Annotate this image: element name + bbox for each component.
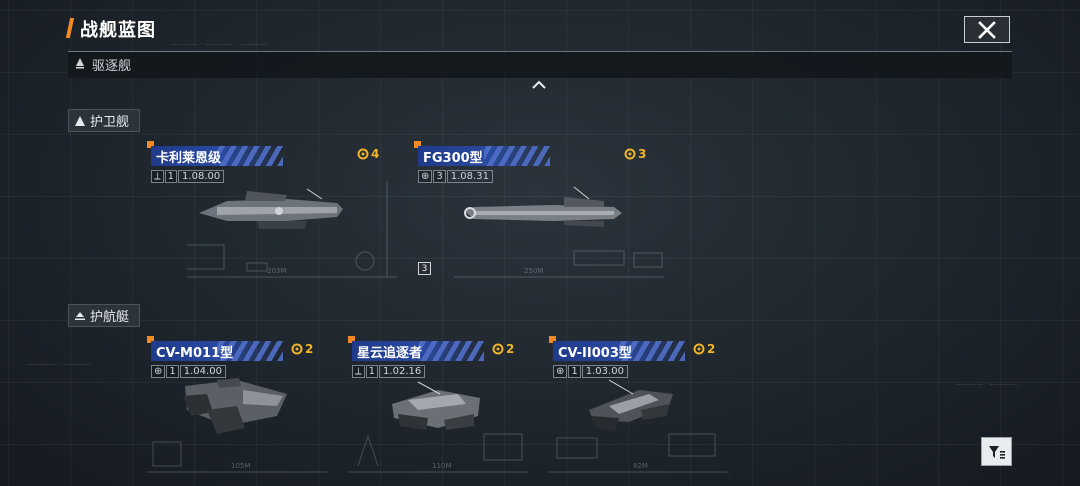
stat-row: ⊕ 1 1.03.00: [553, 364, 628, 378]
new-marker: [414, 141, 421, 148]
count-value: 3: [638, 147, 647, 161]
ship-image: 203M: [187, 181, 397, 278]
new-marker: [348, 336, 355, 343]
ship-type-icon: ⟂: [151, 169, 164, 183]
chevron-up-icon[interactable]: [531, 80, 547, 90]
stat-row: ⊕ 1 1.04.00: [151, 364, 226, 378]
ship-name: 星云追逐者: [357, 346, 423, 361]
stat-value: 1.04.00: [179, 364, 226, 378]
ship-name: 卡利莱恩级: [156, 151, 222, 166]
tier-badge: 3: [418, 262, 431, 275]
blueprint-count: 2: [291, 342, 313, 356]
blueprint-count: 3: [624, 147, 646, 161]
stat-row: ⊕ 3 1.08.31: [418, 169, 493, 183]
section-frigate[interactable]: 护卫舰: [68, 109, 140, 132]
count-value: 2: [506, 342, 515, 356]
name-bar-stripes: [418, 341, 484, 361]
globe-icon: ⊕: [151, 364, 166, 378]
ship-image: 82M: [549, 379, 729, 473]
stat-value: 1.08.31: [446, 169, 493, 183]
stat-value: 1.03.00: [581, 364, 628, 378]
ship-image: 110M: [348, 381, 528, 473]
blueprint-icon: [492, 343, 504, 355]
ship-name: FG300型: [423, 151, 483, 166]
new-marker: [147, 141, 154, 148]
stat-row: ⟂ 1 1.08.00: [151, 169, 225, 183]
filter-icon: [988, 445, 1005, 459]
blueprint-icon: [693, 343, 705, 355]
ship-card[interactable]: CV-II003型 2 ⊕ 1 1.03.00 82M: [549, 336, 729, 476]
name-bar-stripes: [217, 341, 283, 361]
new-marker: [147, 336, 154, 343]
count-value: 2: [707, 342, 716, 356]
count-value: 4: [371, 147, 380, 161]
section-label: 护航艇: [90, 310, 130, 325]
blueprint-icon: [624, 148, 636, 160]
decor-line: ———— · ————: [955, 380, 1018, 388]
ship-name: CV-M011型: [156, 346, 234, 361]
destroyer-icon: [76, 58, 84, 69]
stat-index: 1: [164, 169, 178, 183]
decor-line: ———— · ———— · ————: [170, 40, 268, 48]
blueprint-count: 2: [492, 342, 514, 356]
dimension-label: 105M: [231, 462, 250, 470]
frigate-icon: [75, 115, 85, 126]
dimension-label: 203M: [267, 267, 286, 275]
close-icon: [978, 20, 996, 39]
stat-index: 1: [365, 364, 379, 378]
globe-icon: ⊕: [418, 169, 433, 183]
ship-name: CV-II003型: [558, 346, 632, 361]
ship-card[interactable]: FG300型 3 ⊕ 3 1.08.31 3 250M: [414, 141, 664, 281]
section-escort[interactable]: 护航艇: [68, 304, 140, 327]
blueprint-icon: [357, 148, 369, 160]
page-title: 战舰蓝图: [80, 20, 156, 41]
name-bar-stripes: [484, 146, 550, 166]
ship-card[interactable]: CV-M011型 2 ⊕ 1 1.04.00 105M: [147, 336, 327, 476]
dimension-label: 82M: [633, 462, 648, 470]
ship-card[interactable]: 卡利莱恩级 4 ⟂ 1 1.08.00 203M: [147, 141, 397, 281]
stat-index: 1: [166, 364, 179, 378]
new-marker: [549, 336, 556, 343]
ship-card[interactable]: 星云追逐者 2 ⟂ 1 1.02.16 110M: [348, 336, 528, 476]
dimension-label: 110M: [432, 462, 451, 470]
ship-image: 105M: [147, 378, 327, 473]
filter-button[interactable]: [981, 437, 1012, 466]
blueprint-count: 4: [357, 147, 379, 161]
ship-image: 250M: [454, 186, 664, 278]
ship-type-icon: ⟂: [352, 364, 365, 378]
section-label: 护卫舰: [90, 115, 130, 130]
name-bar-stripes: [619, 341, 685, 361]
category-bar[interactable]: [68, 51, 1012, 78]
decor-line: ———— · ————: [28, 360, 91, 368]
stat-value: 1.02.16: [379, 364, 426, 378]
blueprint-icon: [291, 343, 303, 355]
blueprint-count: 2: [693, 342, 715, 356]
stat-index: 1: [568, 364, 581, 378]
name-bar-stripes: [217, 146, 283, 166]
stat-index: 3: [433, 169, 446, 183]
dimension-label: 250M: [524, 267, 543, 275]
stat-value: 1.08.00: [178, 169, 225, 183]
globe-icon: ⊕: [553, 364, 568, 378]
stat-row: ⟂ 1 1.02.16: [352, 364, 426, 378]
close-button[interactable]: [964, 16, 1010, 43]
escort-icon: [75, 311, 85, 320]
category-label: 驱逐舰: [92, 59, 132, 74]
count-value: 2: [305, 342, 314, 356]
